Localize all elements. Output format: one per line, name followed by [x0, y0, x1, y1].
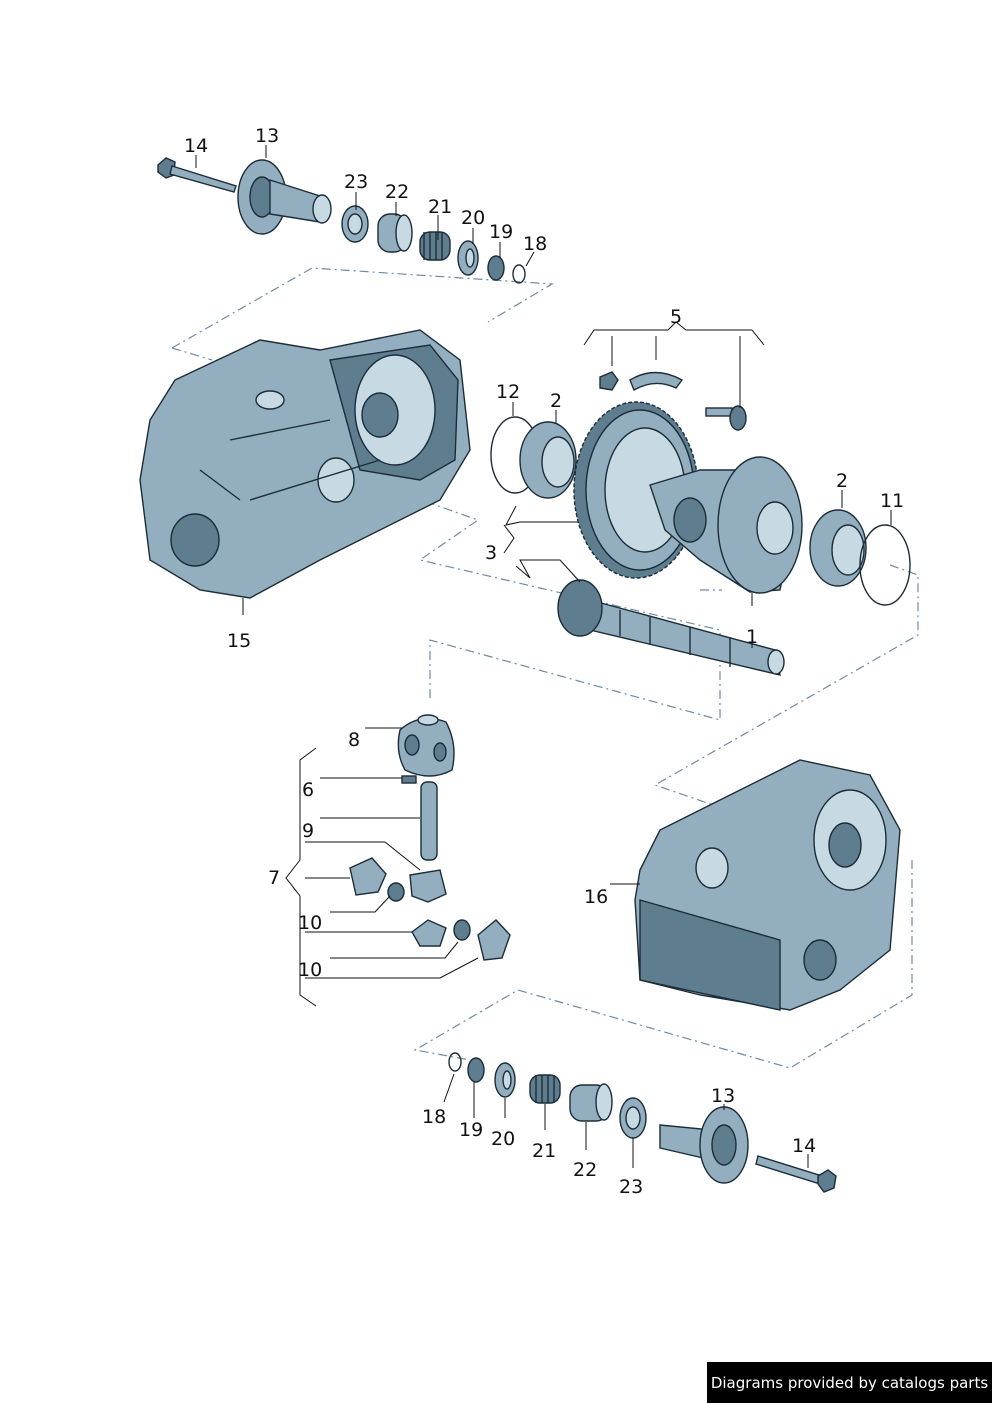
bolt-icon — [755, 1155, 837, 1193]
callout-8: 8 — [348, 729, 360, 751]
callout-6: 6 — [302, 779, 314, 801]
callout-12: 12 — [496, 381, 520, 403]
nut-icon — [467, 1057, 485, 1083]
bevel-gear-icon — [477, 919, 511, 961]
roller-bearing-icon — [809, 509, 867, 587]
callout-18: 18 — [523, 233, 547, 255]
rear-transmission-housing — [634, 759, 901, 1011]
callout-13: 13 — [255, 125, 279, 147]
callout-18-bottom: 18 — [422, 1106, 446, 1128]
callout-9: 9 — [302, 820, 314, 842]
washer-icon — [387, 882, 405, 902]
o-ring-icon — [859, 524, 911, 606]
assembly-guide-lines — [171, 267, 919, 1069]
bearing-race-icon — [569, 1083, 613, 1122]
nut-icon — [487, 255, 505, 281]
pin-icon — [401, 775, 417, 784]
callout-21: 21 — [428, 196, 452, 218]
callout-2-right: 2 — [836, 470, 848, 492]
callout-1: 1 — [746, 626, 758, 648]
callout-3: 3 — [485, 542, 497, 564]
bevel-gear-icon — [409, 869, 447, 903]
callout-22-bottom: 22 — [573, 1159, 597, 1181]
differential-parts — [490, 371, 911, 676]
bevel-gear-icon — [411, 919, 447, 947]
lock-plate-icon — [629, 371, 684, 392]
washer-icon — [494, 1062, 516, 1098]
callout-14-bottom: 14 — [792, 1135, 816, 1157]
callout-5: 5 — [670, 306, 682, 328]
flange-shaft-icon — [237, 159, 332, 235]
bolt-icon — [705, 405, 747, 431]
credit-banner: Diagrams provided by catalogs parts — [707, 1362, 992, 1403]
bearing-race-icon — [377, 213, 413, 253]
taper-bearing-icon — [341, 205, 369, 243]
callout-10-lower: 10 — [298, 959, 322, 981]
bottom-axle-assembly — [448, 1052, 837, 1193]
spring-icon — [419, 231, 451, 261]
callout-23-bottom: 23 — [619, 1176, 643, 1198]
front-transmission-housing — [139, 329, 471, 599]
callout-15: 15 — [227, 630, 251, 652]
roller-bearing-icon — [519, 421, 577, 499]
callout-7: 7 — [268, 867, 280, 889]
bolt-icon — [157, 157, 237, 193]
bevel-gear-icon — [349, 857, 387, 896]
callout-2: 2 — [550, 390, 562, 412]
differential-internals — [349, 714, 511, 961]
callout-11: 11 — [880, 490, 904, 512]
differential-cage-icon — [397, 714, 455, 777]
circlip-icon — [512, 264, 526, 284]
callout-21-bottom: 21 — [532, 1140, 556, 1162]
circlip-icon — [448, 1052, 462, 1072]
nut-icon — [599, 371, 619, 391]
callout-22: 22 — [385, 181, 409, 203]
callout-numbers: 14 13 23 22 21 20 19 18 15 12 2 5 2 11 3… — [184, 125, 904, 1198]
callout-20-bottom: 20 — [491, 1128, 515, 1150]
callout-19: 19 — [489, 221, 513, 243]
flange-shaft-icon — [659, 1106, 749, 1184]
shaft-icon — [420, 781, 438, 861]
callout-20: 20 — [461, 207, 485, 229]
pinion-shaft-icon — [557, 579, 785, 676]
leader-lines — [195, 145, 892, 1168]
callout-13-bottom: 13 — [711, 1085, 735, 1107]
callout-10: 10 — [298, 912, 322, 934]
callout-19-bottom: 19 — [459, 1119, 483, 1141]
callout-14: 14 — [184, 135, 208, 157]
differential-housing-icon — [649, 456, 803, 594]
washer-icon — [457, 240, 479, 276]
callout-16: 16 — [584, 886, 608, 908]
taper-bearing-icon — [619, 1097, 647, 1139]
spring-icon — [529, 1074, 561, 1104]
top-axle-assembly — [157, 157, 526, 284]
washer-icon — [453, 919, 471, 941]
callout-23: 23 — [344, 171, 368, 193]
credit-text: Diagrams provided by catalogs parts — [710, 1373, 989, 1392]
